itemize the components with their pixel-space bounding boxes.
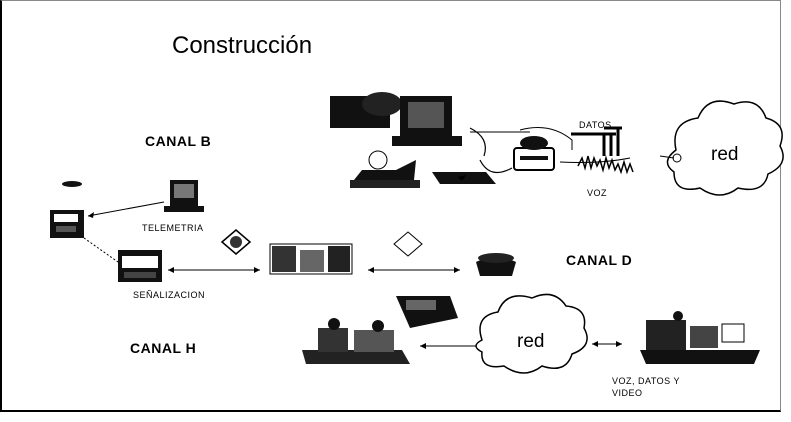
workstation-icon xyxy=(330,92,486,157)
slide-title: Construcción xyxy=(172,32,313,59)
conference-room-icon xyxy=(302,318,410,364)
channel-h-label: CANAL H xyxy=(130,340,197,356)
signalling-terminal-icon xyxy=(118,250,162,282)
red-label-top: red xyxy=(711,144,739,165)
link-terminal-workstation xyxy=(479,159,513,174)
network-cloud-top xyxy=(666,100,784,196)
video-camera-icon xyxy=(396,296,458,328)
network-cloud-bottom xyxy=(475,293,588,374)
red-label-bottom: red xyxy=(517,331,545,352)
voz-label: VOZ xyxy=(587,188,608,198)
meter-device-icon xyxy=(50,181,84,238)
voz-waveform-icon xyxy=(577,155,634,175)
telemetria-label: TELEMETRIA xyxy=(142,223,204,233)
isdn-terminal-icon xyxy=(513,136,555,171)
channel-d-label: CANAL D xyxy=(566,252,633,268)
operator-icon xyxy=(350,150,420,188)
multimedia-office-icon xyxy=(640,311,760,364)
datos-label: DATOS xyxy=(579,120,612,130)
voz-datos-video-label: VOZ, DATOS Y xyxy=(612,376,681,386)
packet-diamond-icon xyxy=(393,231,423,257)
channel-b-label: CANAL B xyxy=(145,133,212,149)
exchange-equipment-icon xyxy=(269,243,353,275)
telemetry-terminal-icon xyxy=(164,180,204,212)
datos-signal-icon xyxy=(571,126,622,156)
telephone-icon xyxy=(476,253,516,276)
senalizacion-label: SEÑALIZACION xyxy=(133,290,206,300)
signalling-diamond-icon xyxy=(220,229,252,255)
telemetry-link xyxy=(87,201,165,217)
slide-frame xyxy=(0,0,781,412)
video-label: VIDEO xyxy=(612,388,643,398)
